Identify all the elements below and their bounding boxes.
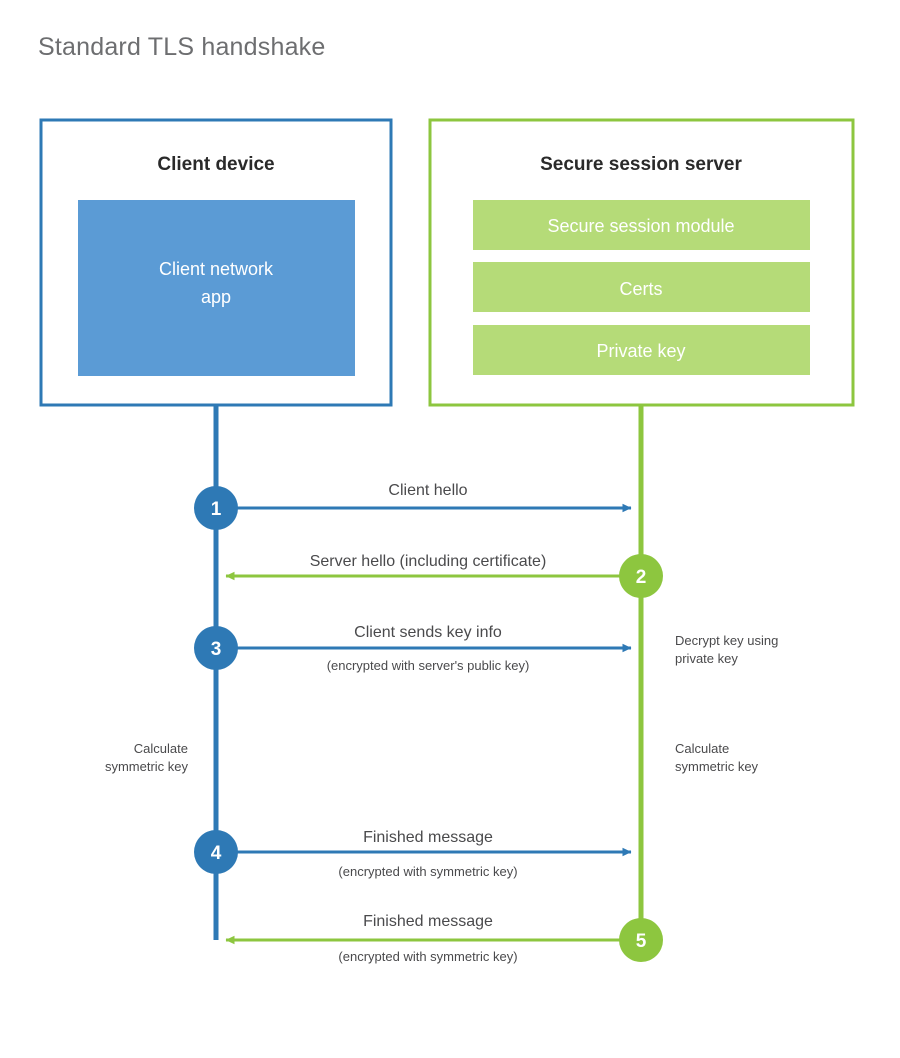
step-3-sublabel: (encrypted with server's public key) [327,658,530,673]
annotation-server-calculate-symmetric-key: Calculate symmetric key [675,741,759,774]
decrypt-note-line1: Decrypt key using [675,633,778,648]
step-2-marker[interactable] [619,554,663,598]
server-bar-label-2: Private key [596,341,685,361]
annotation-decrypt-key: Decrypt key using private key [675,633,778,666]
decrypt-note-line2: private key [675,651,738,666]
step-2-label: Server hello (including certificate) [310,553,547,570]
step-5-number: 5 [636,931,647,952]
step-4-marker[interactable] [194,830,238,874]
client-network-app-label-line1: Client network [159,259,274,279]
step-5-label: Finished message [363,913,493,930]
step-2-server-hello[interactable]: Server hello (including certificate) 2 [225,553,663,598]
server-bar-label-1: Certs [619,279,662,299]
step-5-finished-message-server[interactable]: Finished message (encrypted with symmetr… [225,913,663,964]
step-4-number: 4 [211,843,222,864]
step-1-client-hello[interactable]: Client hello 1 [194,482,632,530]
step-3-number: 3 [211,639,222,660]
annotation-client-calculate-symmetric-key: Calculate symmetric key [105,741,189,774]
step-4-sublabel: (encrypted with symmetric key) [338,864,517,879]
server-calc-note-line1: Calculate [675,741,729,756]
step-4-label: Finished message [363,829,493,846]
client-calc-note-line2: symmetric key [105,759,189,774]
page-title: Standard TLS handshake [38,33,325,61]
client-calc-note-line1: Calculate [134,741,188,756]
step-5-sublabel: (encrypted with symmetric key) [338,949,517,964]
client-panel-title: Client device [157,154,274,175]
client-network-app-block [78,200,355,376]
server-bar-private-key [473,325,810,375]
server-panel-title: Secure session server [540,154,742,175]
client-device-panel: Client device Client network app [39,118,393,407]
server-bar-secure-session-module [473,200,810,250]
step-4-finished-message-client[interactable]: Finished message (encrypted with symmetr… [194,829,632,879]
step-1-marker[interactable] [194,486,238,530]
step-1-label: Client hello [388,482,467,499]
step-1-number: 1 [211,499,222,520]
secure-session-server-panel: Secure session server Secure session mod… [428,118,855,407]
step-3-label: Client sends key info [354,624,502,641]
client-network-app-label-line2: app [201,287,231,307]
server-bar-certs [473,262,810,312]
step-5-marker[interactable] [619,918,663,962]
step-2-number: 2 [636,567,647,588]
server-calc-note-line2: symmetric key [675,759,759,774]
step-3-client-sends-key-info[interactable]: Client sends key info (encrypted with se… [194,624,632,673]
step-3-marker[interactable] [194,626,238,670]
server-bar-label-0: Secure session module [547,216,734,236]
